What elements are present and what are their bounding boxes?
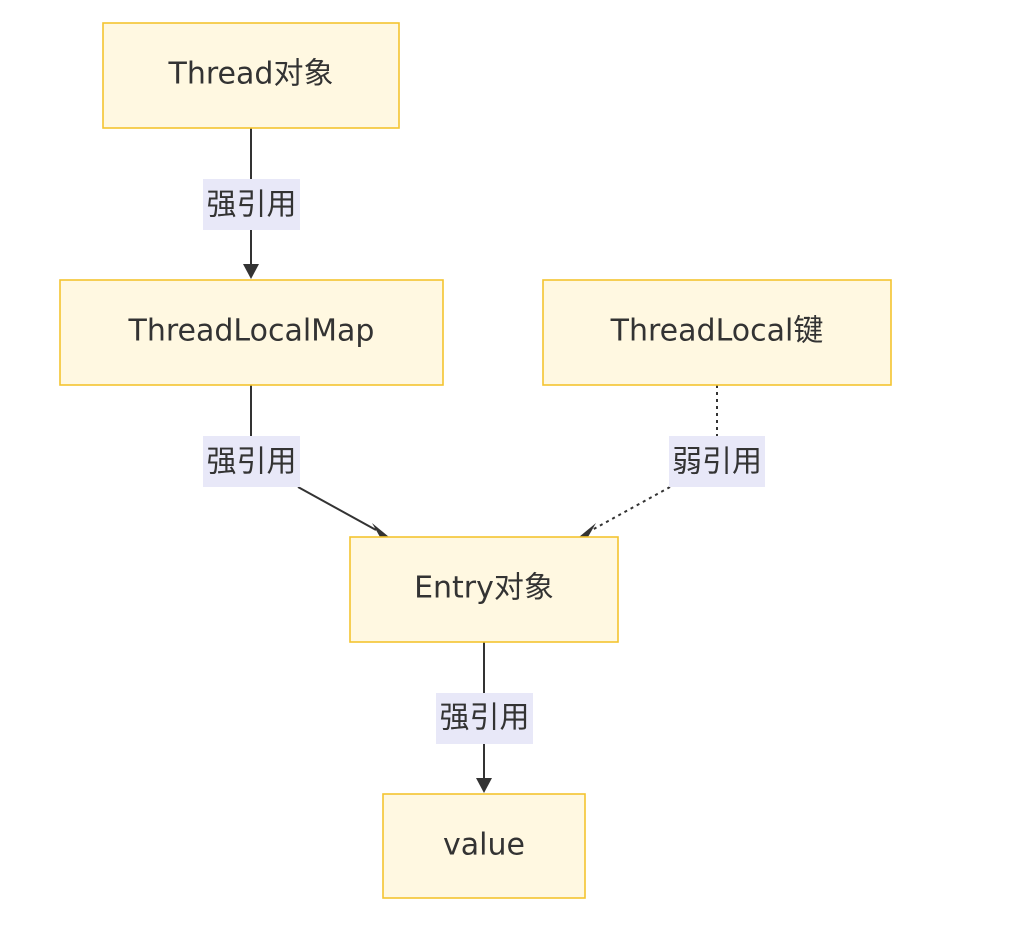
edge-label-entry-value: 强引用 (440, 701, 530, 736)
edge-label-background (203, 436, 300, 487)
arrowhead-icon (372, 523, 389, 537)
node-box (349, 536, 619, 643)
node-box (102, 22, 400, 129)
node-label-thread: Thread对象 (168, 57, 334, 92)
edge-line-map-entry-lower (297, 486, 377, 531)
edge-entry-to-value: 强引用 (436, 642, 533, 793)
edge-line-key-entry-lower (591, 486, 671, 531)
node-box (59, 279, 444, 386)
node-label-thread-local-map: ThreadLocalMap (128, 314, 375, 349)
arrowhead-icon (476, 778, 492, 793)
node-thread-local-map: ThreadLocalMap (59, 279, 444, 386)
edge-label-thread-map: 强引用 (207, 188, 297, 223)
edge-map-to-entry: 强引用 (203, 385, 389, 537)
edge-key-to-entry: 弱引用 (579, 385, 765, 537)
node-value: value (382, 793, 586, 899)
edge-label-map-entry: 强引用 (207, 445, 297, 480)
edge-label-background (203, 179, 300, 230)
node-label-entry: Entry对象 (414, 571, 554, 606)
node-box (542, 279, 892, 386)
edge-label-key-entry: 弱引用 (672, 445, 762, 480)
edge-label-background (669, 436, 765, 487)
node-label-thread-local-key: ThreadLocal键 (610, 314, 824, 349)
arrowhead-icon (579, 523, 596, 537)
node-box (382, 793, 586, 899)
node-thread-local-key: ThreadLocal键 (542, 279, 892, 386)
arrowhead-icon (243, 264, 259, 279)
node-label-value: value (443, 828, 525, 863)
node-thread: Thread对象 (102, 22, 400, 129)
edge-label-background (436, 693, 533, 744)
node-entry: Entry对象 (349, 536, 619, 643)
edge-thread-to-map: 强引用 (203, 128, 300, 279)
